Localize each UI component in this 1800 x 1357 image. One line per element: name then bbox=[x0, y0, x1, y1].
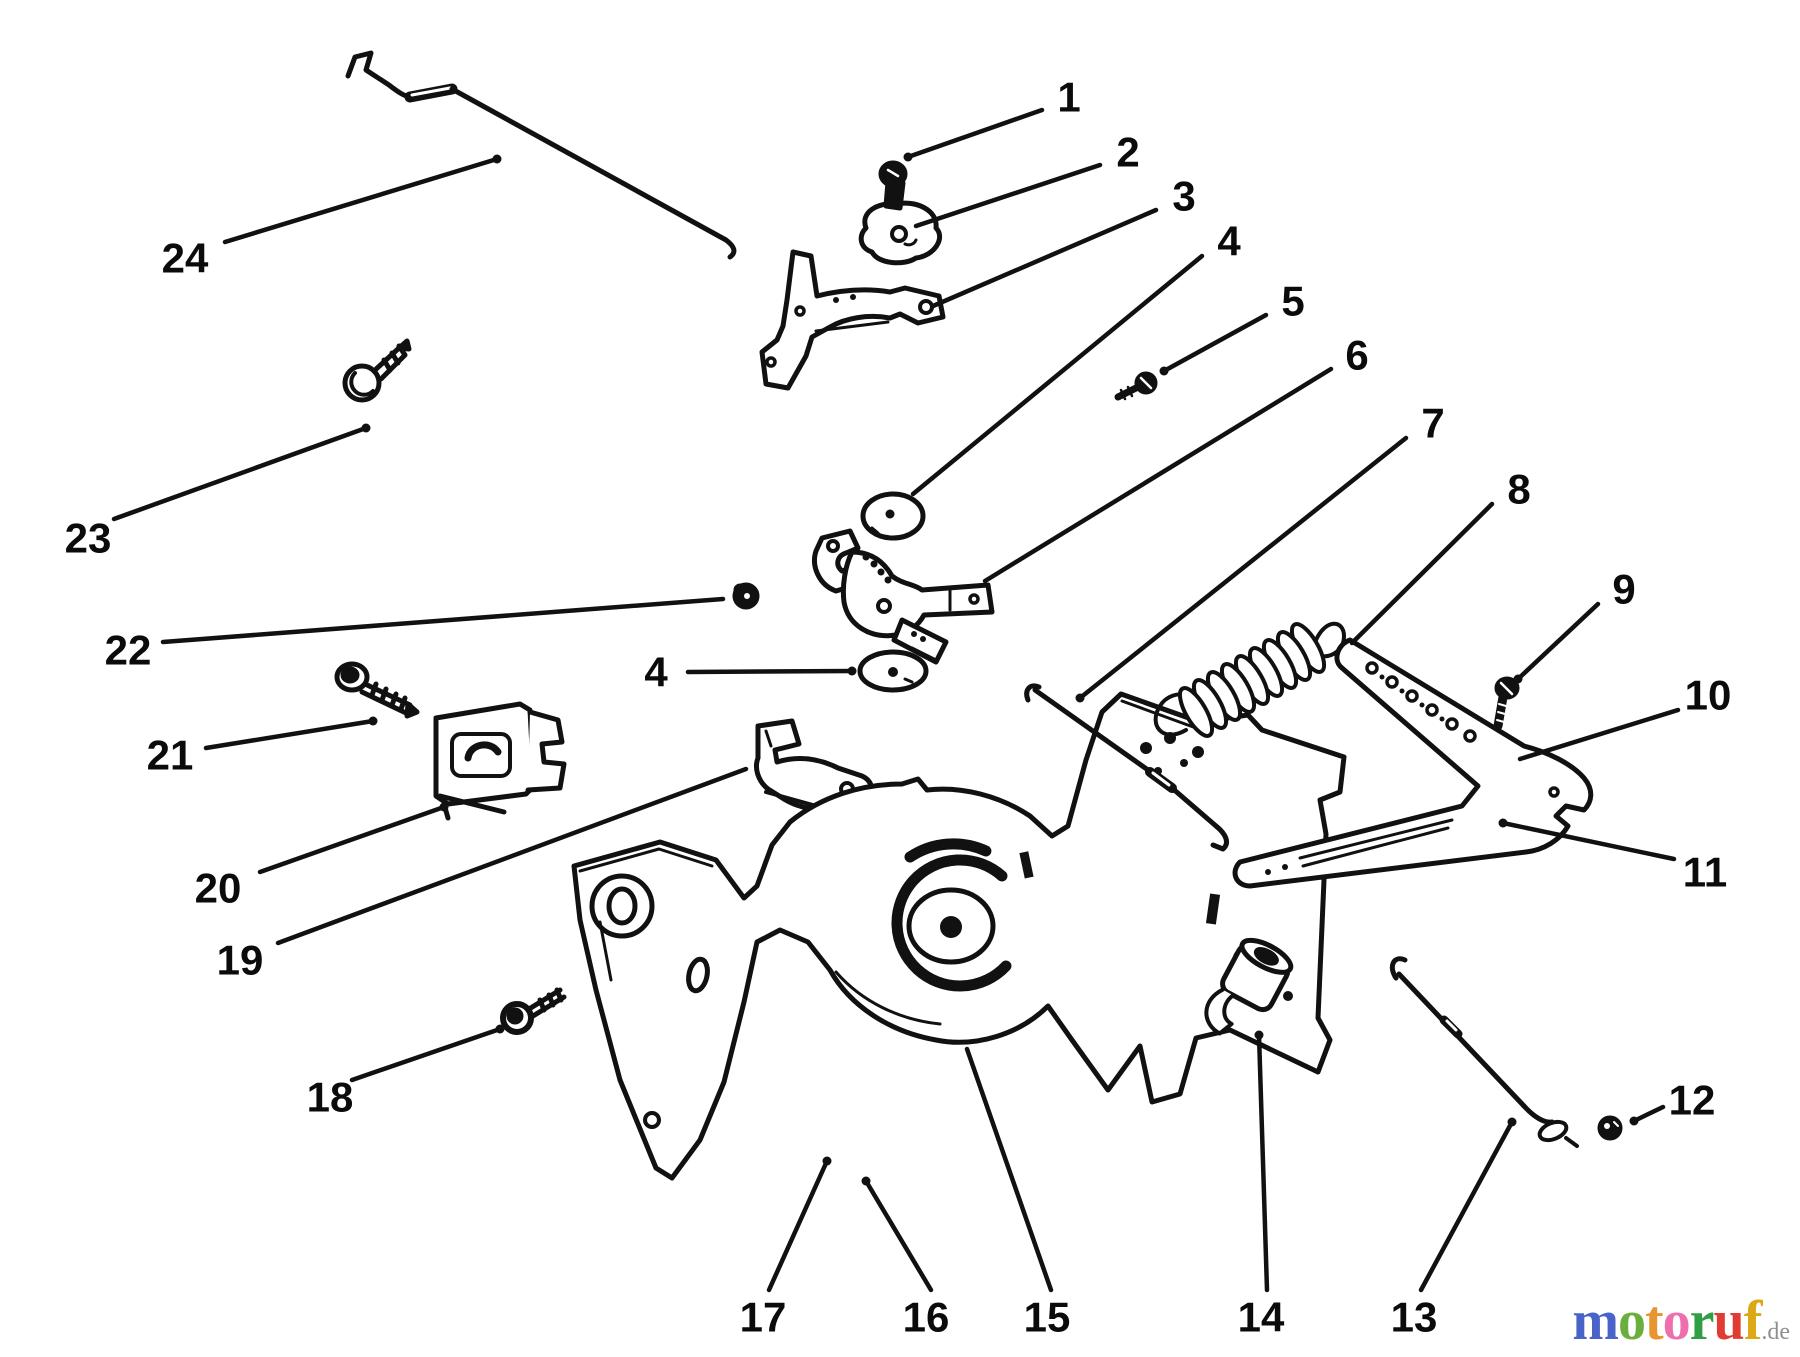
callout-dot-14 bbox=[1254, 1030, 1264, 1040]
callout-leader-15 bbox=[964, 1046, 1054, 1293]
callout-leader-14 bbox=[1256, 1032, 1270, 1293]
callout-leader-13 bbox=[1418, 1119, 1515, 1293]
control-plate-15 bbox=[571, 691, 1347, 1181]
watermark-letter: o bbox=[1618, 1290, 1646, 1352]
callout-leader-12 bbox=[1631, 1104, 1666, 1124]
washer-4-lower bbox=[857, 649, 929, 693]
rod-13 bbox=[1389, 956, 1579, 1148]
callout-leader-6 bbox=[982, 366, 1334, 584]
callout-number-3: 3 bbox=[1172, 173, 1195, 220]
callout-dot-9 bbox=[1513, 674, 1523, 684]
callout-dot-13 bbox=[1507, 1117, 1517, 1127]
bolt-23-icon bbox=[342, 338, 412, 403]
callout-number-11: 11 bbox=[1683, 849, 1727, 896]
callout-dot-7 bbox=[1075, 693, 1085, 703]
callout-leader-22 bbox=[160, 596, 726, 645]
callout-dot-12 bbox=[1629, 1116, 1639, 1126]
callout-number-13: 13 bbox=[1391, 1294, 1438, 1341]
control-rod-24 bbox=[345, 50, 737, 260]
callout-dot-20 bbox=[439, 802, 449, 812]
callout-number-20: 20 bbox=[195, 865, 242, 912]
callout-dot-18 bbox=[495, 1024, 505, 1034]
nut-12-icon bbox=[1597, 1115, 1623, 1141]
callout-number-23: 23 bbox=[65, 515, 112, 562]
watermark-letter: u bbox=[1713, 1290, 1745, 1352]
callout-dot-21 bbox=[368, 716, 378, 726]
callout-leader-1 bbox=[905, 107, 1045, 160]
callout-leader-4b bbox=[685, 668, 855, 675]
spring-8 bbox=[1153, 621, 1346, 738]
nut-22-icon bbox=[732, 582, 760, 610]
callout-number-22: 22 bbox=[105, 627, 152, 674]
callout-leader-4 bbox=[910, 253, 1205, 497]
callout-leader-8 bbox=[1349, 501, 1495, 646]
callout-number-7: 7 bbox=[1421, 400, 1444, 447]
callout-number-14: 14 bbox=[1238, 1294, 1285, 1341]
callout-number-18: 18 bbox=[307, 1074, 354, 1121]
callout-leader-20 bbox=[257, 804, 447, 875]
callout-number-10: 10 bbox=[1685, 672, 1732, 719]
callout-leader-10 bbox=[1517, 707, 1681, 762]
callout-leader-5 bbox=[1161, 312, 1269, 374]
lever-assembly-6 bbox=[812, 528, 995, 665]
callout-number-19: 19 bbox=[217, 937, 264, 984]
callout-number-8: 8 bbox=[1507, 466, 1530, 513]
callout-number-15: 15 bbox=[1024, 1294, 1071, 1341]
screw-9-icon bbox=[1493, 676, 1520, 731]
callout-number-24: 24 bbox=[162, 235, 209, 282]
callout-leader-19 bbox=[275, 766, 749, 946]
washer-plate-2 bbox=[858, 200, 943, 266]
callout-dot-16 bbox=[861, 1176, 871, 1186]
callout-number-12: 12 bbox=[1669, 1077, 1716, 1124]
callout-leader-11 bbox=[1500, 820, 1677, 862]
callout-number-1: 1 bbox=[1057, 74, 1080, 121]
callout-leader-18 bbox=[349, 1026, 503, 1083]
callout-dot-5 bbox=[1159, 366, 1169, 376]
rod-7 bbox=[1024, 683, 1229, 852]
callout-number-21: 21 bbox=[147, 732, 194, 779]
callout-leader-2 bbox=[913, 162, 1103, 229]
callout-leader-17 bbox=[766, 1158, 830, 1293]
watermark-word: motoruf bbox=[1572, 1290, 1763, 1352]
bolt-18-icon bbox=[500, 987, 567, 1035]
clamp-block-20 bbox=[433, 701, 567, 821]
watermark-letter: f bbox=[1743, 1290, 1763, 1352]
callout-dot-24 bbox=[492, 154, 502, 164]
callout-dot-23 bbox=[361, 423, 371, 433]
callout-number-2: 2 bbox=[1116, 129, 1139, 176]
callout-number-4b: 4 bbox=[644, 649, 668, 696]
motoruf-watermark: motoruf.de bbox=[1572, 1293, 1790, 1349]
callout-leader-3 bbox=[930, 207, 1159, 309]
watermark-letter: m bbox=[1572, 1290, 1619, 1352]
callout-leader-9 bbox=[1515, 601, 1601, 682]
callout-number-6: 6 bbox=[1345, 332, 1368, 379]
watermark-suffix: .de bbox=[1761, 1319, 1790, 1345]
callout-number-17: 17 bbox=[740, 1294, 787, 1341]
callout-dot-17 bbox=[822, 1156, 832, 1166]
screw-1-icon bbox=[878, 160, 908, 211]
callout-number-4: 4 bbox=[1217, 218, 1241, 265]
callout-leader-21 bbox=[203, 718, 376, 751]
watermark-letter: o bbox=[1662, 1290, 1691, 1352]
callout-number-16: 16 bbox=[903, 1294, 950, 1341]
roller-14 bbox=[1204, 937, 1294, 1036]
callout-dot-1 bbox=[903, 152, 913, 162]
callout-leader-24 bbox=[222, 156, 500, 245]
washer-4-upper bbox=[860, 491, 926, 541]
callout-number-9: 9 bbox=[1612, 566, 1635, 613]
callout-leader-23 bbox=[111, 425, 369, 522]
callout-dot-4b bbox=[847, 666, 857, 676]
bracket-3 bbox=[759, 249, 946, 391]
callout-number-5: 5 bbox=[1281, 278, 1304, 325]
watermark-letter: t bbox=[1645, 1290, 1664, 1352]
callout-leader-16 bbox=[863, 1178, 934, 1293]
callout-leader-7 bbox=[1077, 435, 1409, 701]
screw-5-icon bbox=[1114, 371, 1158, 401]
watermark-letter: r bbox=[1689, 1290, 1715, 1352]
callout-dot-11 bbox=[1498, 818, 1508, 828]
bolt-21-icon bbox=[334, 661, 420, 719]
